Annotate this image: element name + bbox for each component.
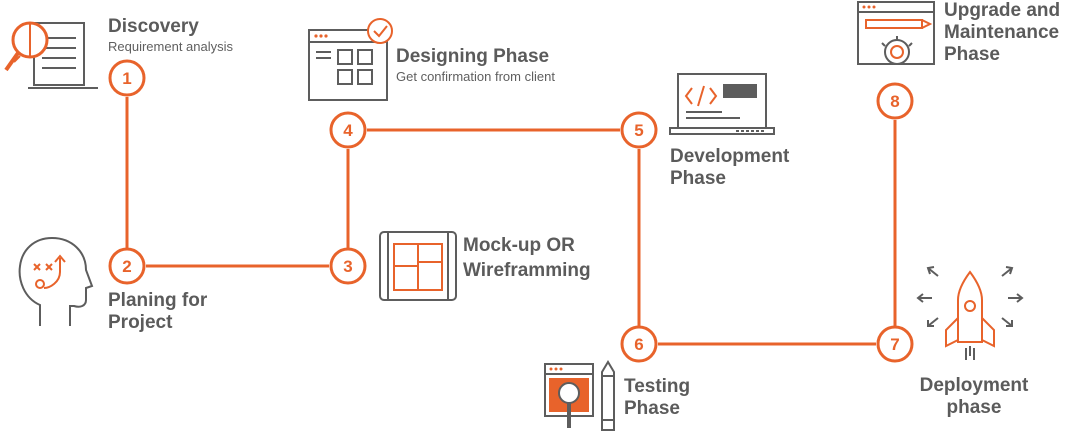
document-magnifier-icon <box>4 21 98 89</box>
step-6-label: Testing Phase <box>624 376 714 420</box>
browser-layout-check-icon <box>308 18 393 101</box>
step-node-2: 2 <box>108 247 146 285</box>
step-8-title: Upgrade and Maintenance Phase <box>944 0 1061 65</box>
step-2-title: Planing for Project <box>108 290 208 333</box>
step-number-3: 3 <box>343 257 352 276</box>
step-node-5: 5 <box>620 111 658 149</box>
step-node-1: 1 <box>108 59 146 97</box>
step-4-label: Designing Phase Get confirmation from cl… <box>396 46 596 85</box>
step-3-title: Mock-up OR Wireframming <box>463 235 591 281</box>
step-node-4: 4 <box>329 111 367 149</box>
step-node-8: 8 <box>876 82 914 120</box>
step-4-title: Designing Phase <box>396 46 550 67</box>
step-4-subtitle: Get confirmation from client <box>396 68 555 84</box>
step-1-title: Discovery <box>108 16 199 37</box>
step-number-5: 5 <box>634 121 643 140</box>
step-1-label: Discovery Requirement analysis <box>108 16 233 55</box>
step-5-title: Development Phase <box>670 146 790 189</box>
step-node-3: 3 <box>329 247 367 285</box>
step-node-6: 6 <box>620 325 658 363</box>
step-6-title: Testing Phase <box>624 376 691 419</box>
step-number-6: 6 <box>634 335 643 354</box>
step-number-7: 7 <box>890 335 899 354</box>
browser-magnifier-pencil-icon <box>544 360 615 431</box>
step-7-label: Deployment phase <box>904 375 1044 419</box>
step-number-4: 4 <box>343 121 353 140</box>
step-number-8: 8 <box>890 92 899 111</box>
step-8-label: Upgrade and Maintenance Phase <box>944 0 1079 66</box>
step-node-7: 7 <box>876 325 914 363</box>
connector-lines <box>125 97 897 346</box>
wireframe-blueprint-icon <box>379 231 457 301</box>
step-2-label: Planing for Project <box>108 290 238 334</box>
laptop-code-icon <box>669 73 775 135</box>
step-3-label: Mock-up OR Wireframming <box>463 234 623 283</box>
browser-tools-gear-icon <box>857 1 935 65</box>
step-number-2: 2 <box>122 257 131 276</box>
step-7-title: Deployment phase <box>919 375 1029 418</box>
head-strategy-icon <box>18 236 94 326</box>
step-1-subtitle: Requirement analysis <box>108 38 234 54</box>
step-5-label: Development Phase <box>670 146 820 190</box>
rocket-launch-icon <box>916 266 1024 360</box>
step-number-1: 1 <box>122 69 131 88</box>
